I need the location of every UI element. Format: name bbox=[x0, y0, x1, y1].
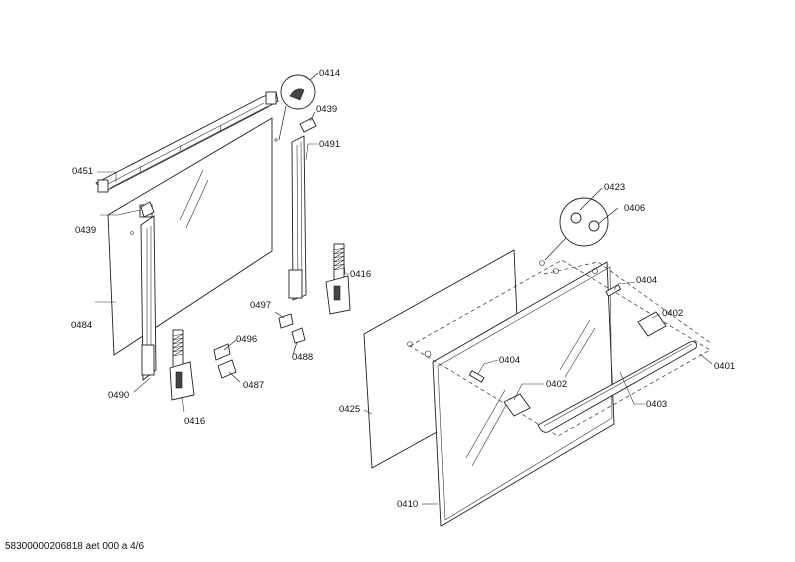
clip-upper bbox=[299, 117, 317, 133]
small-bracket-0496 bbox=[213, 343, 231, 361]
hinge-spring-left bbox=[169, 329, 195, 401]
callout-0404-right: 0404 bbox=[636, 275, 657, 286]
callout-0404-left: 0404 bbox=[499, 355, 520, 366]
screw bbox=[592, 268, 598, 274]
callout-0439-upper: 0439 bbox=[316, 104, 337, 115]
screw bbox=[407, 341, 413, 347]
callout-0496: 0496 bbox=[236, 334, 257, 345]
hinge-spring-right bbox=[325, 243, 351, 315]
document-id: 58300000206818 aet 000 a 4/6 bbox=[5, 541, 145, 552]
top-trim-strip bbox=[95, 91, 279, 193]
screw bbox=[424, 350, 432, 358]
callout-0402-right: 0402 bbox=[662, 308, 683, 319]
door-outer-glass bbox=[432, 261, 615, 527]
hinge-left bbox=[139, 204, 157, 381]
glass-panel-left bbox=[107, 117, 278, 356]
hinge-right bbox=[288, 135, 307, 301]
detail-magnifier-0414 bbox=[278, 74, 316, 141]
detail-magnifier-0423-0406 bbox=[539, 197, 609, 266]
callout-0401: 0401 bbox=[714, 361, 735, 372]
handle-mount-right bbox=[637, 311, 667, 337]
callout-0416-right: 0416 bbox=[350, 269, 371, 280]
callout-0403: 0403 bbox=[646, 399, 667, 410]
callout-0491: 0491 bbox=[319, 139, 340, 150]
callout-0439-lower: 0439 bbox=[75, 225, 96, 236]
door-handle-bar bbox=[537, 341, 697, 433]
callout-0490: 0490 bbox=[108, 390, 129, 401]
callout-labels: 0414 0439 0491 0451 0439 0416 0484 0497 … bbox=[71, 68, 735, 510]
callout-0497: 0497 bbox=[250, 300, 271, 311]
callout-0406: 0406 bbox=[624, 203, 645, 214]
handle-mount-left bbox=[503, 393, 531, 417]
callout-0487: 0487 bbox=[243, 380, 264, 391]
callout-0402-left: 0402 bbox=[546, 379, 567, 390]
handle-assembly-outline bbox=[409, 259, 713, 437]
callout-0425: 0425 bbox=[339, 404, 360, 415]
handle-bolt-right bbox=[605, 284, 622, 297]
callout-0416-left: 0416 bbox=[184, 416, 205, 427]
callout-0484: 0484 bbox=[71, 320, 92, 331]
callout-0423: 0423 bbox=[604, 182, 625, 193]
callout-0410: 0410 bbox=[397, 499, 418, 510]
handle-bolt-left bbox=[468, 370, 485, 383]
callout-0488: 0488 bbox=[292, 352, 313, 363]
callout-0414: 0414 bbox=[319, 68, 340, 79]
small-bracket-0487 bbox=[217, 359, 237, 379]
small-bracket-0488 bbox=[291, 327, 306, 344]
small-bracket-0497 bbox=[278, 313, 294, 329]
clip-lower bbox=[140, 201, 155, 218]
callout-0451: 0451 bbox=[72, 166, 93, 177]
leader-lines bbox=[95, 72, 713, 505]
screw bbox=[553, 268, 559, 274]
